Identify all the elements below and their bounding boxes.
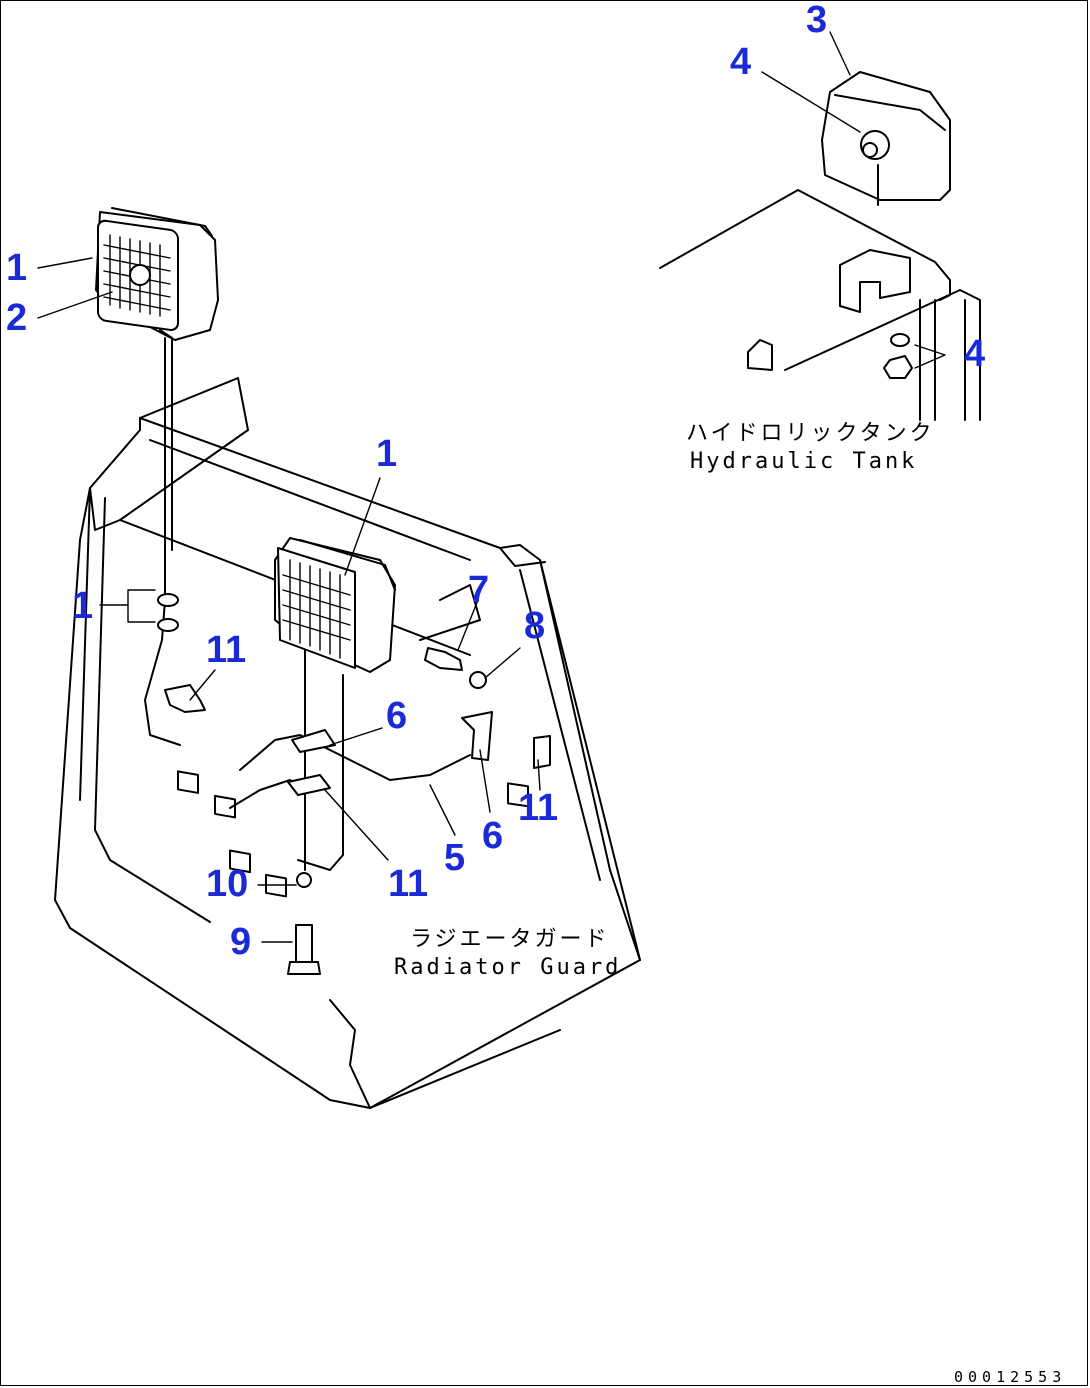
callout-4-top: 4 <box>730 41 751 83</box>
callout-6-center: 6 <box>386 695 407 737</box>
callout-numbers: 1 2 3 4 4 1 1 7 8 11 6 6 11 5 11 10 9 <box>6 0 985 963</box>
callout-1-clamps: 1 <box>72 585 93 627</box>
callout-11-bottom: 11 <box>388 863 428 905</box>
callout-8: 8 <box>524 605 545 647</box>
callout-9: 9 <box>230 921 251 963</box>
right-side-hardware <box>424 647 551 808</box>
label-radiator-guard-en: Radiator Guard <box>394 955 621 980</box>
callout-11-left: 11 <box>206 629 246 671</box>
hydraulic-tank-assembly <box>659 71 981 421</box>
label-radiator-guard-jp: ラジエータガード <box>410 927 610 952</box>
leader-lines <box>37 31 946 943</box>
label-hydraulic-tank-jp: ハイドロリックタンク <box>686 421 935 446</box>
callout-3: 3 <box>806 0 827 41</box>
work-lamp-center <box>274 537 396 871</box>
callout-2: 2 <box>6 297 27 339</box>
label-hydraulic-tank-en: Hydraulic Tank <box>690 449 917 474</box>
callout-7: 7 <box>468 569 489 611</box>
callout-6-right: 6 <box>482 815 503 857</box>
callout-1-center-lamp: 1 <box>376 433 397 475</box>
callout-11-right: 11 <box>518 787 558 829</box>
callout-10: 10 <box>206 863 248 905</box>
callout-5: 5 <box>444 837 465 879</box>
drawing-code: 00012553 <box>954 1368 1066 1386</box>
work-lamp-left <box>95 207 219 561</box>
radiator-guard <box>54 377 641 1109</box>
callout-4-nuts: 4 <box>964 333 985 375</box>
callout-1-left-lamp: 1 <box>6 247 27 289</box>
